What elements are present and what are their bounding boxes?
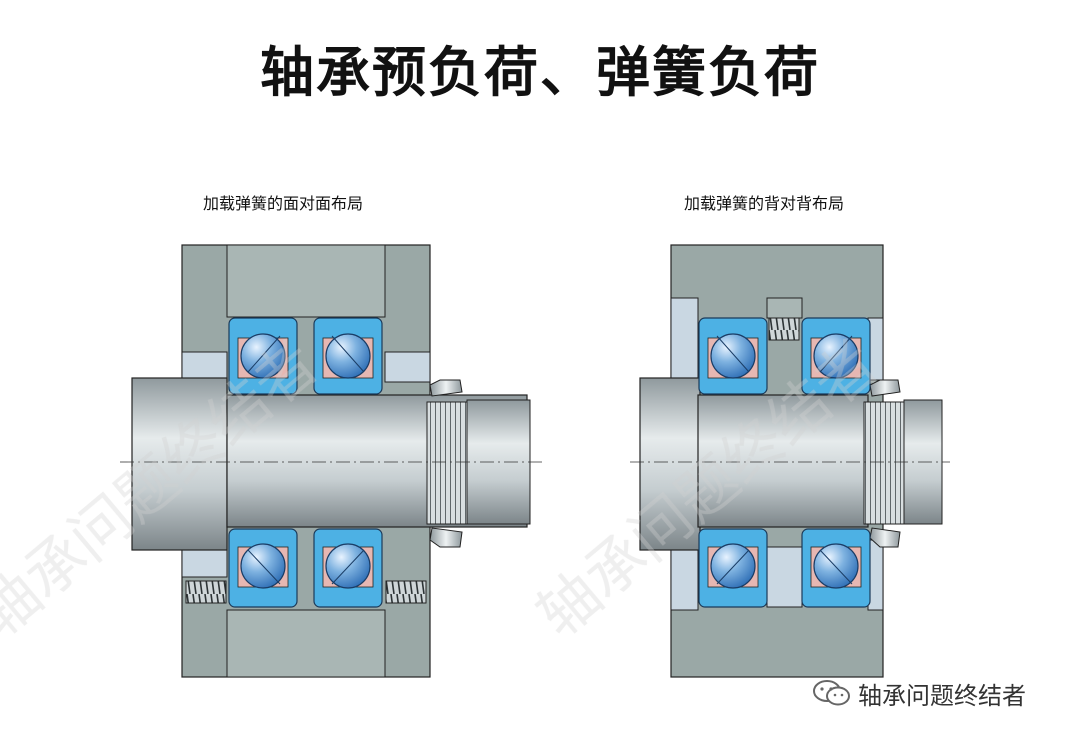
right-caption: 加载弹簧的背对背布局: [684, 194, 845, 213]
left-housing-light-top-r: [384, 351, 431, 383]
left-bearing-bottom-2: [313, 528, 383, 608]
page-title: 轴承预负荷、弹簧负荷: [260, 40, 820, 104]
right-lock-nut-top: [869, 379, 901, 397]
right-bearing-top-2: [801, 317, 871, 395]
left-shaft-threads: [426, 401, 468, 525]
right-shaft-small: [639, 377, 701, 551]
brand-watermark: 轴承问题终结者: [812, 676, 1026, 710]
left-bearing-top-2: [313, 317, 383, 395]
left-housing-inner-top: [226, 244, 386, 318]
back-to-back-assembly: [630, 244, 950, 678]
left-bearing-bottom-1: [228, 528, 298, 608]
right-bearing-top-1: [698, 317, 768, 395]
right-spring: [768, 317, 800, 341]
wechat-icon: [813, 680, 850, 706]
left-spring-b: [385, 580, 427, 604]
brand-text: 轴承问题终结者: [858, 681, 1026, 710]
right-lock-nut-bottom: [869, 527, 901, 548]
right-spacer-bottom: [766, 546, 803, 608]
left-lock-nut-bottom: [429, 527, 463, 548]
right-shaft-threads: [863, 401, 905, 525]
face-to-face-assembly: [120, 244, 545, 678]
right-bearing-bottom-1: [698, 528, 768, 608]
left-lock-nut-top: [429, 379, 463, 397]
right-housing-light-top: [670, 297, 699, 381]
right-housing-step: [766, 297, 803, 319]
left-spring-a: [185, 580, 227, 604]
left-caption: 加载弹簧的面对面布局: [203, 194, 364, 213]
right-bearing-bottom-2: [801, 528, 871, 608]
left-bearing-top-1: [228, 317, 298, 395]
left-housing-inner-bottom: [226, 609, 386, 678]
left-housing-light-top: [181, 351, 228, 383]
left-shaft-small: [131, 377, 228, 551]
